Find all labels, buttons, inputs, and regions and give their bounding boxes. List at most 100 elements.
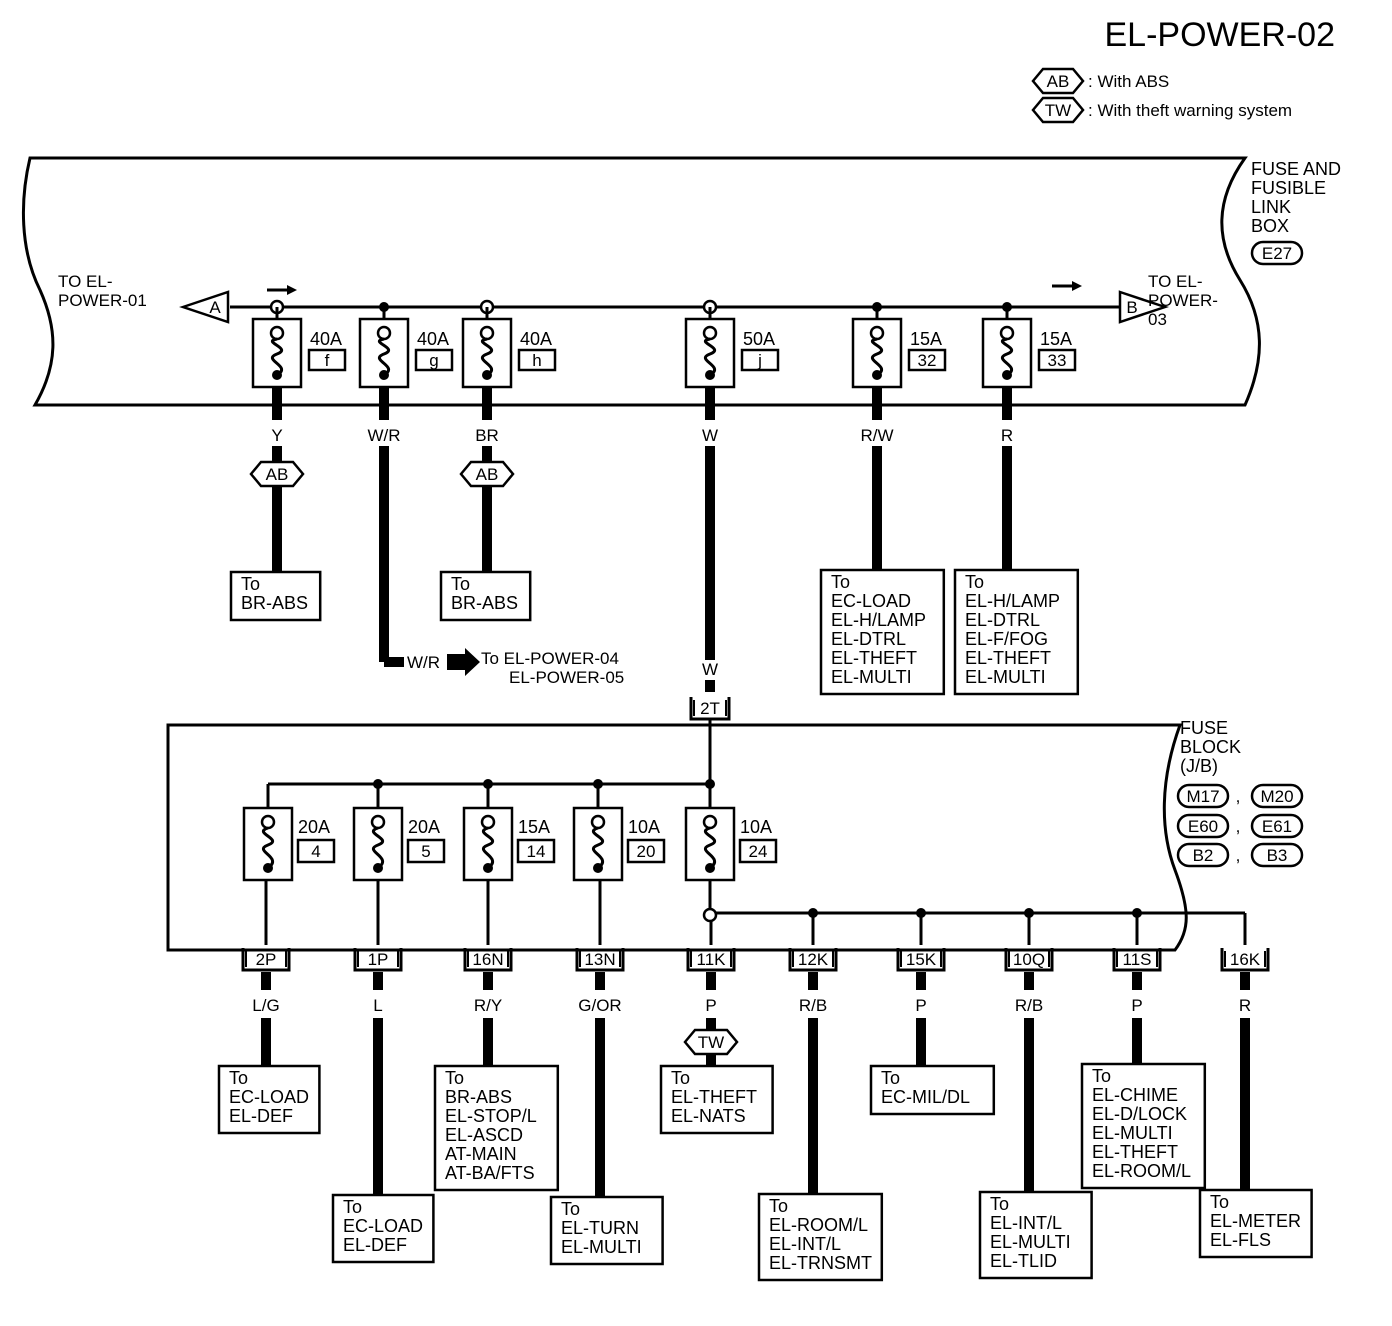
wire-color-label: R/B	[799, 996, 827, 1015]
target-box-line: To	[445, 1068, 464, 1088]
fuse-5-element	[371, 826, 385, 870]
fuse-block-connector	[1176, 842, 1230, 868]
connector-11K	[686, 948, 736, 972]
target-box	[953, 568, 1080, 696]
target-box-line: EL-FLS	[1210, 1230, 1271, 1250]
target-box-line: To	[241, 574, 260, 594]
target-box-line: To	[671, 1068, 690, 1088]
target-box	[439, 570, 532, 622]
fuse-5-top-terminal	[370, 814, 386, 830]
legend-tw-tag	[1031, 96, 1085, 124]
fuse-block-connector-label: E61	[1262, 817, 1292, 836]
target-box-line: EC-LOAD	[831, 591, 911, 611]
condition-tag-ab	[459, 460, 515, 488]
fuse-h-top-terminal	[479, 325, 495, 341]
legend-ab-tag-label: AB	[1047, 72, 1070, 91]
wr-branch-label: W/R	[407, 653, 440, 672]
target-box-line: EL-MULTI	[1092, 1123, 1173, 1143]
fuse-number: 20	[637, 842, 656, 861]
fuse-20-top-terminal	[590, 814, 606, 830]
connector-13N-label: 13N	[584, 950, 615, 969]
connector-16N-label: 16N	[472, 950, 503, 969]
target-box-line: AT-MAIN	[445, 1144, 517, 1164]
target-box-line: EC-LOAD	[229, 1087, 309, 1107]
fuse-h-element	[480, 337, 494, 377]
fuse-link-box-outline	[21, 156, 1261, 407]
connector-11S-label: 11S	[1123, 950, 1152, 969]
fuse-g-top-terminal	[376, 325, 392, 341]
legend-tw-tag-label: TW	[1045, 101, 1071, 120]
target-box	[229, 570, 322, 622]
ref-b-text: POWER-	[1148, 291, 1218, 310]
connector-separator: ,	[1236, 846, 1241, 865]
target-box-line: To	[990, 1194, 1009, 1214]
legend-text: : With ABS	[1088, 72, 1169, 91]
fuse-link-box-name: FUSE AND	[1251, 159, 1341, 179]
target-box	[819, 568, 946, 696]
target-box	[1198, 1188, 1313, 1259]
target-box	[549, 1195, 664, 1266]
fuse-block-connector	[1250, 783, 1304, 809]
flow-arrow-head-1	[1072, 281, 1082, 291]
target-box-line: To	[561, 1199, 580, 1219]
target-box	[869, 1064, 996, 1116]
ref-b-letter: B	[1126, 298, 1137, 317]
connector-10Q	[1004, 948, 1054, 972]
fuse-block-connector	[1176, 813, 1230, 839]
target-box-line: To	[343, 1197, 362, 1217]
fuse-20-element	[591, 826, 605, 870]
target-box-line: EL-INT/L	[990, 1213, 1062, 1233]
target-box-line: EL-THEFT	[965, 648, 1051, 668]
fuse-number-box	[414, 348, 454, 372]
connector-10Q-label: 10Q	[1013, 950, 1045, 969]
target-box-line: EL-DEF	[343, 1235, 407, 1255]
fuse-rating: 20A	[298, 817, 330, 837]
branch-node	[702, 907, 718, 923]
target-box-line: EL-DTRL	[831, 629, 906, 649]
connector-13N	[575, 948, 625, 972]
fuse-number-box	[296, 838, 336, 864]
legend-ab-tag	[1031, 67, 1085, 95]
fuse-32-top-terminal	[869, 325, 885, 341]
ref-a-text: POWER-01	[58, 291, 147, 310]
target-box-line: EL-TURN	[561, 1218, 639, 1238]
connector-11K-label: 11K	[697, 950, 727, 969]
connector-1P	[353, 948, 403, 972]
target-box-line: EL-STOP/L	[445, 1106, 537, 1126]
fuse-block-connector	[1250, 813, 1304, 839]
connector-11S	[1112, 948, 1162, 972]
condition-tag-tw-label: TW	[698, 1033, 724, 1052]
wr-branch-arrow	[447, 648, 480, 676]
fuse-24-element	[703, 826, 717, 870]
wire-color-label: Y	[271, 426, 282, 445]
fuse-block-name: BLOCK	[1180, 737, 1241, 757]
target-box-line: EL-NATS	[671, 1106, 746, 1126]
ref-a-arrow	[179, 290, 230, 324]
target-box-line: EL-D/LOCK	[1092, 1104, 1187, 1124]
fuse-number-box	[406, 838, 446, 864]
condition-tag-tw	[683, 1028, 739, 1056]
fuse-block-connector-label: M20	[1260, 787, 1293, 806]
target-box	[757, 1192, 884, 1282]
fuse-number-box	[516, 838, 556, 864]
connector-feed-label: 2T	[700, 699, 720, 718]
fuse-number-box	[626, 838, 666, 864]
target-box-line: AT-BA/FTS	[445, 1163, 535, 1183]
fuse-32-element	[870, 337, 884, 377]
fuse-link-box-connector-label: E27	[1262, 244, 1292, 263]
wire-color-label: R/W	[860, 426, 893, 445]
fuse-number-box	[740, 348, 780, 372]
fuse-rating: 20A	[408, 817, 440, 837]
target-box	[433, 1064, 560, 1192]
connector-1P-label: 1P	[368, 950, 389, 969]
target-box-line: EL-H/LAMP	[965, 591, 1060, 611]
connector-separator: ,	[1236, 817, 1241, 836]
fuse-rating: 15A	[910, 329, 942, 349]
fuse-4-element	[261, 826, 275, 870]
fuse-number: h	[532, 351, 541, 370]
connector-12K	[788, 948, 838, 972]
page-title: EL-POWER-02	[1105, 16, 1336, 54]
wire-color-label: P	[1131, 996, 1142, 1015]
target-box-line: EL-ROOM/L	[1092, 1161, 1191, 1181]
target-box-line: EL-THEFT	[671, 1087, 757, 1107]
